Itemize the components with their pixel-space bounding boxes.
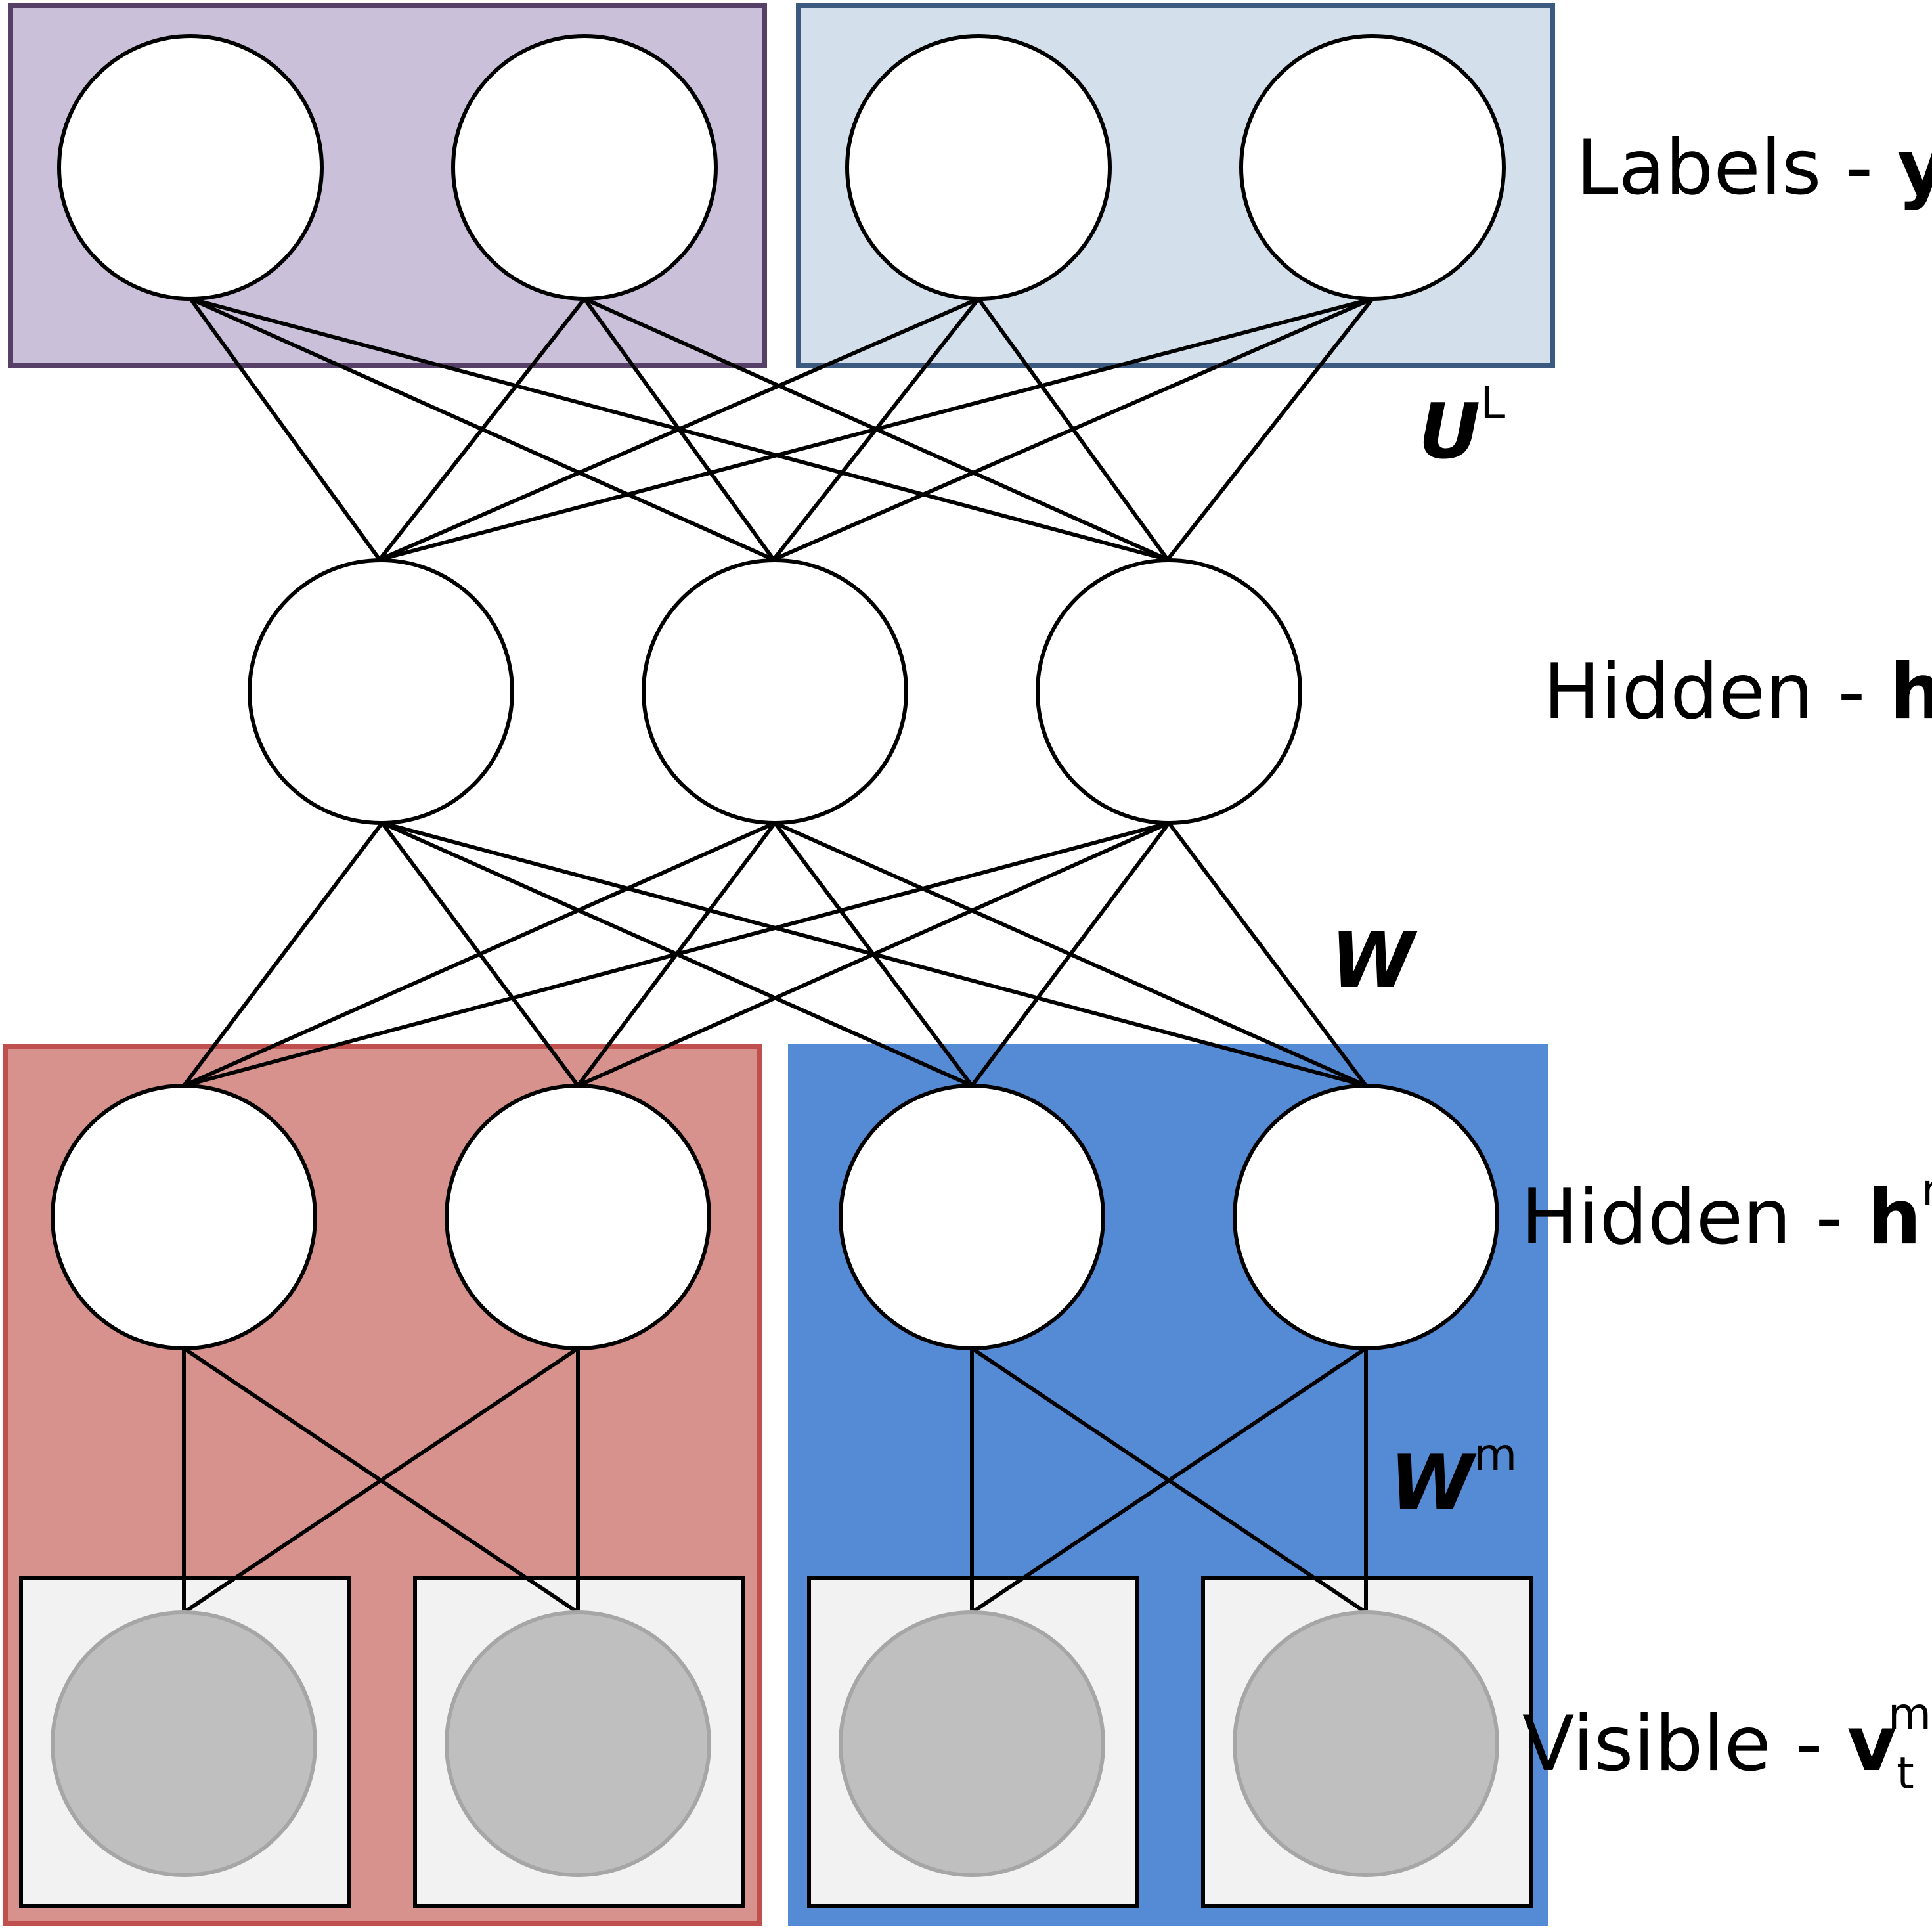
modality-weights-label: Wm: [1390, 1429, 1517, 1528]
visible-unit: [51, 1610, 317, 1877]
ul-symbol: U: [1418, 388, 1480, 476]
modality-hidden-layer-label: Hidden - hm: [1521, 1164, 1932, 1262]
edge: [971, 1346, 1367, 1614]
modality-hidden-unit: [1233, 1084, 1499, 1350]
visible-unit: [1233, 1610, 1499, 1877]
hidden-units: [248, 558, 1302, 825]
labels-text: Labels -: [1576, 123, 1897, 212]
edge: [577, 821, 1170, 1088]
visible-unit: [445, 1610, 711, 1877]
edge: [378, 297, 980, 562]
edge: [183, 1346, 579, 1614]
hidden-text: Hidden -: [1543, 648, 1889, 736]
visible-unit: [839, 1610, 1105, 1877]
edge: [183, 821, 1170, 1088]
hidden-symbol: h: [1889, 648, 1932, 736]
hiddenm-symbol: h: [1867, 1173, 1921, 1262]
edge: [970, 822, 1171, 1087]
label-unit: [845, 34, 1112, 301]
hidden-unit: [248, 558, 514, 825]
edge: [772, 297, 1374, 562]
edge: [183, 821, 776, 1088]
modality-hidden-unit: [51, 1084, 317, 1350]
visible-subscript: t: [1897, 1748, 1914, 1800]
modality-hidden-units: [51, 1084, 1499, 1350]
wm-symbol: W: [1390, 1439, 1477, 1528]
hiddenm-text: Hidden -: [1521, 1173, 1867, 1262]
edge: [1166, 298, 1374, 561]
label-unit: [57, 34, 324, 301]
labels-layer-label: Labels - yL: [1576, 115, 1932, 212]
label-unit: [451, 34, 718, 301]
w-symbol: W: [1330, 916, 1418, 1005]
label-weights-label: UL: [1418, 378, 1505, 476]
wm-superscript: m: [1474, 1429, 1517, 1481]
connections: [182, 297, 1374, 1614]
shared-weights-label: W: [1330, 916, 1418, 1005]
label-unit: [1239, 34, 1506, 301]
labels-symbol: y: [1897, 123, 1932, 212]
modality-hidden-unit: [445, 1084, 711, 1350]
visible-units: [51, 1610, 1499, 1877]
ul-superscript: L: [1480, 378, 1505, 430]
visible-superscript: m: [1888, 1689, 1931, 1741]
edge: [188, 298, 382, 561]
hidden-unit: [642, 558, 908, 825]
visible-text: Visible -: [1522, 1700, 1847, 1788]
hidden-unit: [1036, 558, 1302, 825]
label-units: [57, 34, 1506, 301]
visible-symbol: v: [1847, 1700, 1897, 1788]
hiddenm-superscript: m: [1921, 1164, 1932, 1216]
modality-hidden-unit: [839, 1084, 1105, 1350]
hidden-layer-label: Hidden - h: [1543, 648, 1932, 736]
visible-layer-label: Visible - vtm: [1522, 1689, 1931, 1800]
edge: [1167, 822, 1368, 1087]
edge: [378, 298, 586, 561]
edge: [182, 822, 384, 1087]
edge: [379, 297, 1373, 562]
